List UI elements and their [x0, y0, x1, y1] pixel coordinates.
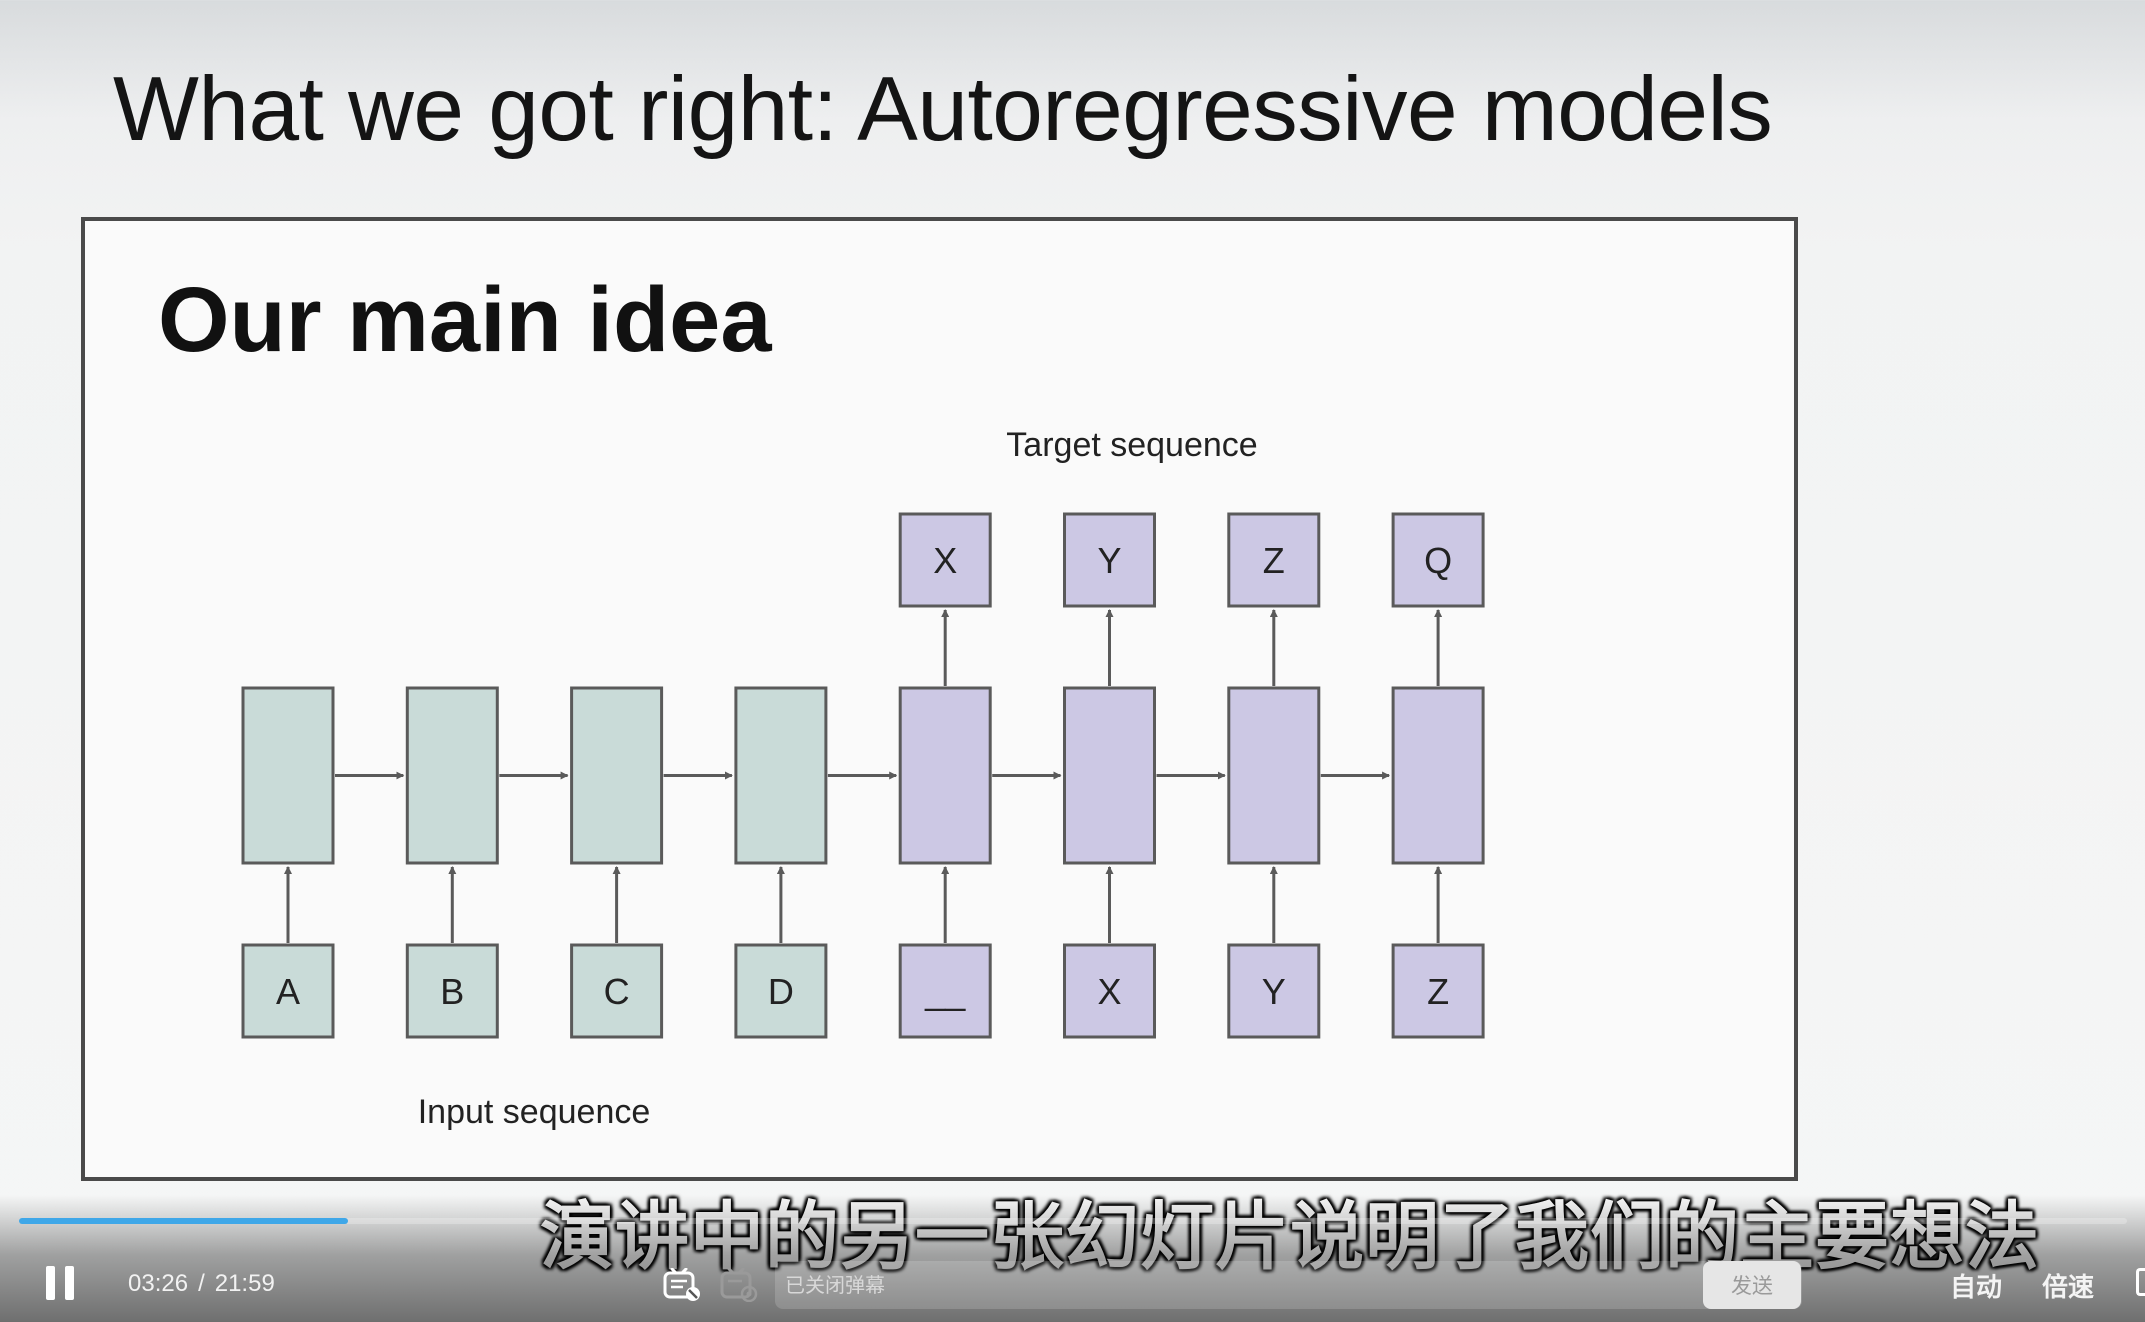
decoder-output-token: Q [1424, 540, 1452, 581]
current-time: 03:26 [128, 1270, 189, 1297]
auto-quality-button[interactable]: 自动 [1950, 1273, 2003, 1303]
decoder-output-token: Y [1097, 540, 1121, 581]
input-token-box [241, 943, 335, 1039]
target-sequence-label: Target sequence [1006, 426, 1257, 464]
encoder-state-box [570, 686, 664, 865]
playback-speed-button[interactable]: 倍速 [2042, 1273, 2095, 1303]
decoder-state-box [898, 686, 992, 865]
inner-slide-title: Our main idea [158, 269, 772, 371]
output-token-box [1391, 512, 1485, 608]
duration: 21:59 [214, 1270, 275, 1297]
encoder-state-box [734, 686, 828, 865]
pause-button[interactable] [46, 1266, 78, 1300]
decoder-input-token: X [1097, 971, 1121, 1012]
pause-icon-bar [65, 1266, 74, 1300]
progress-bar-played [19, 1218, 349, 1224]
decoder-input-token: Z [1427, 971, 1449, 1012]
input-token-box [570, 943, 664, 1039]
decoder-output-token: X [933, 540, 957, 581]
input-token-box [1391, 943, 1485, 1039]
encoder-state-box [241, 686, 335, 865]
output-token-box [1063, 512, 1156, 608]
input-token-box [898, 943, 992, 1039]
encoder-state-box [405, 686, 499, 865]
encoder-input-token: C [604, 971, 630, 1012]
encoder-input-token: B [440, 971, 464, 1012]
danmaku-toggle-icon[interactable] [663, 1268, 701, 1302]
slide-heading: What we got right: Autoregressive models [113, 59, 1773, 160]
send-button[interactable]: 发送 [1703, 1261, 1801, 1309]
input-token-box [1063, 943, 1156, 1039]
danmaku-input-wrapper [775, 1261, 1802, 1309]
decoder-output-token: Z [1263, 540, 1285, 581]
danmaku-settings-icon[interactable] [720, 1268, 758, 1302]
pause-icon [46, 1266, 55, 1300]
input-sequence-label: Input sequence [418, 1093, 651, 1131]
fullscreen-icon[interactable] [2136, 1268, 2145, 1296]
encoder-input-token: D [768, 971, 794, 1012]
time-display: 03:26 / 21:59 [128, 1270, 275, 1298]
decoder-state-box [1227, 686, 1321, 865]
progress-bar[interactable] [19, 1218, 2127, 1224]
input-token-box [734, 943, 828, 1039]
time-separator: / [198, 1270, 205, 1297]
danmaku-input[interactable] [775, 1261, 1802, 1309]
decoder-input-token: Y [1262, 971, 1286, 1012]
encoder-input-token: A [276, 971, 300, 1012]
decoder-state-box [1063, 686, 1156, 865]
input-token-box [405, 943, 499, 1039]
output-token-box [898, 512, 992, 608]
input-token-box [1227, 943, 1321, 1039]
decoder-state-box [1391, 686, 1485, 865]
decoder-input-token: __ [924, 971, 966, 1012]
output-token-box [1227, 512, 1321, 608]
